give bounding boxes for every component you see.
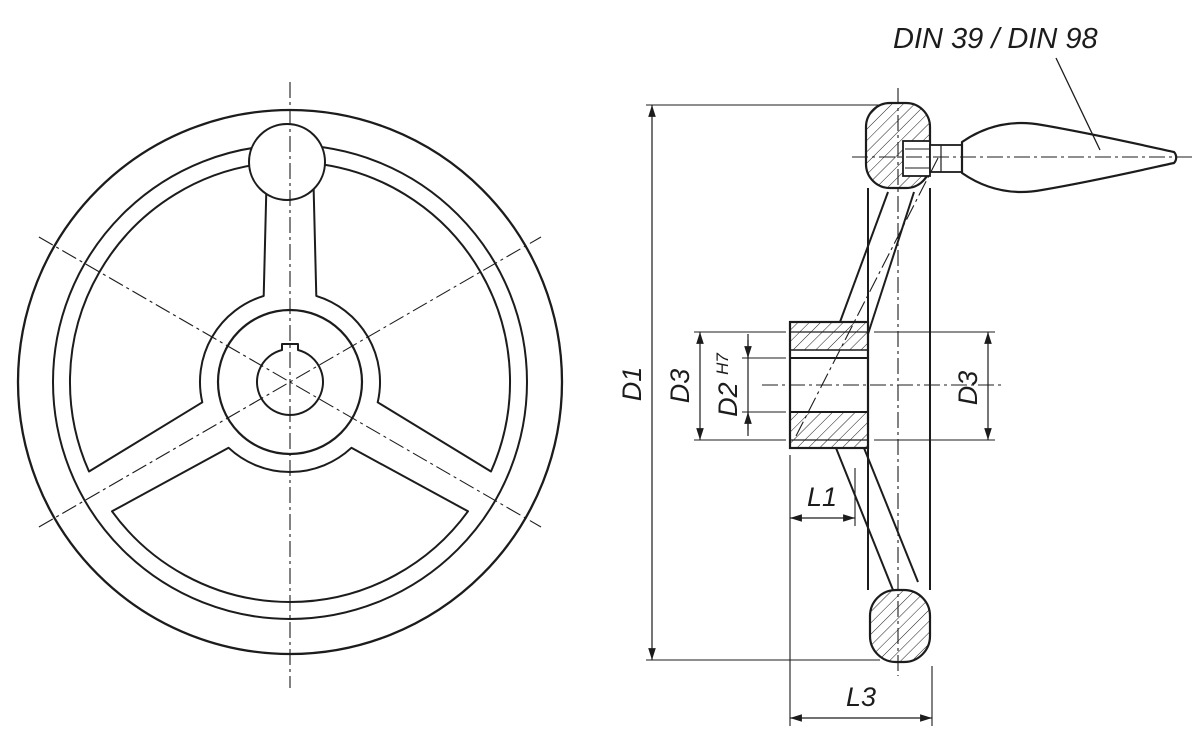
handle-tapped-hole bbox=[902, 140, 931, 177]
din-callout-label: DIN 39 / DIN 98 bbox=[893, 23, 1098, 55]
spoke-upper-edge-left bbox=[839, 191, 889, 323]
dim-d2-tolerance: H7 bbox=[713, 353, 732, 375]
handwheel-front-view bbox=[16, 82, 564, 688]
dimensions bbox=[646, 57, 1101, 726]
front-view-centerlines bbox=[38, 82, 542, 688]
din-callout-leader bbox=[1055, 57, 1101, 151]
hub-hatch-lower bbox=[790, 412, 868, 448]
handle-boss-circle bbox=[248, 123, 326, 201]
centerline-diagonal-left bbox=[38, 236, 542, 528]
hub-hatch-upper bbox=[790, 322, 868, 350]
spoke-lower-edge-left bbox=[835, 447, 894, 591]
spoke-upper-edge-right bbox=[867, 191, 915, 335]
spoke-window-bottom bbox=[111, 446, 469, 604]
spoke-window-upper-right bbox=[312, 162, 511, 473]
dim-l1-label: L1 bbox=[807, 482, 837, 512]
spoke-axis-centerline bbox=[795, 157, 939, 437]
side-view-centerlines bbox=[762, 88, 1192, 676]
dim-l3-label: L3 bbox=[846, 682, 876, 712]
dim-d3-left-label: D3 bbox=[665, 369, 695, 404]
centerline-diagonal-right bbox=[38, 236, 542, 528]
dim-d1-label: D1 bbox=[617, 367, 647, 402]
spoke-lower-edge-right bbox=[863, 447, 919, 583]
labels: DIN 39 / DIN 98 D1 D3 D2 H7 D3 L1 L3 bbox=[617, 23, 1098, 712]
dim-d3-right-label: D3 bbox=[953, 371, 983, 406]
rim-section-bottom bbox=[868, 588, 932, 664]
spoke-window-upper-left bbox=[69, 162, 268, 473]
handle-stud bbox=[929, 144, 963, 173]
handwheel-side-view bbox=[762, 88, 1192, 676]
hub-section bbox=[788, 320, 870, 450]
dim-d2-label: D2 H7 bbox=[713, 353, 743, 417]
dim-d2-base: D2 bbox=[713, 382, 743, 417]
